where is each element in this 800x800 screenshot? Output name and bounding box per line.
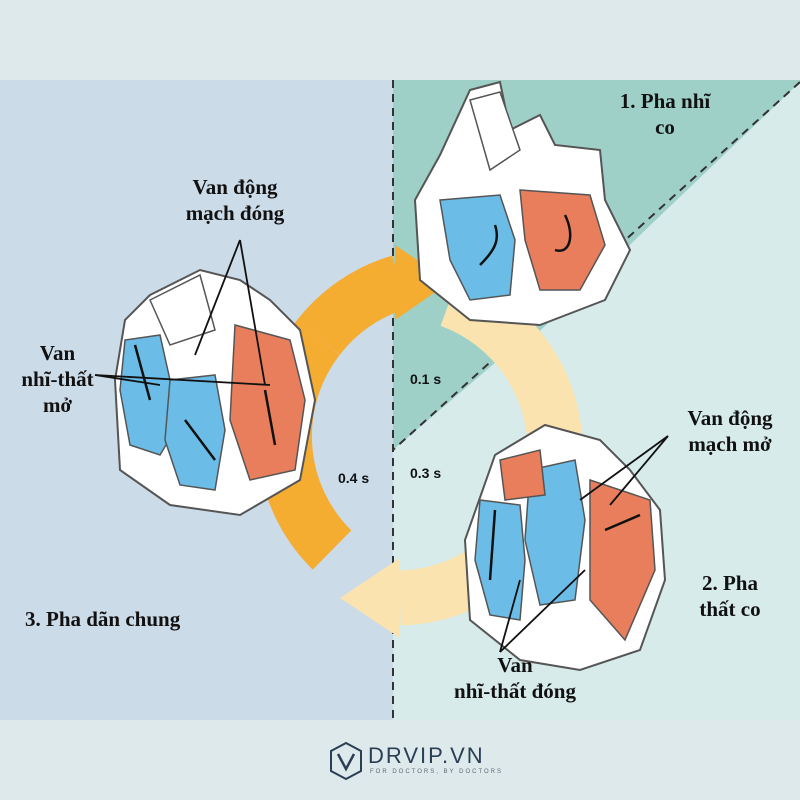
av-closed-label-line1: Van xyxy=(497,653,533,677)
atrial-systole-label: 1. Pha nhĩ co xyxy=(590,88,740,140)
systole-arrowhead xyxy=(340,558,400,638)
diastole-duration: 0.4 s xyxy=(338,470,370,486)
ventricular-systole-label-line1: 2. Pha xyxy=(701,571,758,595)
diastole-arc-top xyxy=(296,255,409,356)
atrial-systole-label-line2: co xyxy=(655,115,675,139)
av-open-label: Van nhĩ-thất mở xyxy=(10,340,105,418)
semilunar-open-label-line1: Van động xyxy=(687,406,773,430)
semilunar-closed-label-line2: mạch đóng xyxy=(185,201,285,225)
av-open-label-line3: mở xyxy=(42,393,73,417)
av-closed-label-line2: nhĩ-thất đóng xyxy=(454,679,576,703)
atrial-systole-label-line1: 1. Pha nhĩ xyxy=(619,89,711,113)
semilunar-open-label: Van động mạch mở xyxy=(660,405,800,457)
ventricular-systole-label: 2. Pha thất co xyxy=(670,570,790,622)
semilunar-closed-label-line1: Van động xyxy=(192,175,278,199)
atrial-duration: 0.1 s xyxy=(410,371,442,387)
semilunar-closed-label: Van động mạch đóng xyxy=(150,174,320,226)
phase-divider-diagonal xyxy=(392,81,800,451)
ventricular-systole-label-line2: thất co xyxy=(699,597,761,621)
brand-logo: DRVIP.VN FOR DOCTORS, BY DOCTORS xyxy=(328,741,528,781)
ventricular-duration: 0.3 s xyxy=(410,465,442,481)
heart-atrial-systole xyxy=(413,80,632,327)
leader-lines xyxy=(94,239,669,653)
general-diastole-label: 3. Pha dãn chung xyxy=(25,607,181,631)
av-open-label-line1: Van xyxy=(39,341,76,365)
av-closed-label: Van nhĩ-thất đóng xyxy=(420,652,610,704)
semilunar-open-label-line2: mạch mở xyxy=(688,432,772,456)
brand-shield-icon xyxy=(330,741,362,781)
brand-name: DRVIP.VN xyxy=(368,743,485,768)
brand-tagline: FOR DOCTORS, BY DOCTORS xyxy=(370,769,504,775)
heart-ventricular-systole xyxy=(463,423,667,672)
av-open-label-line2: nhĩ-thất xyxy=(21,367,94,391)
heart-general-diastole xyxy=(113,268,317,517)
